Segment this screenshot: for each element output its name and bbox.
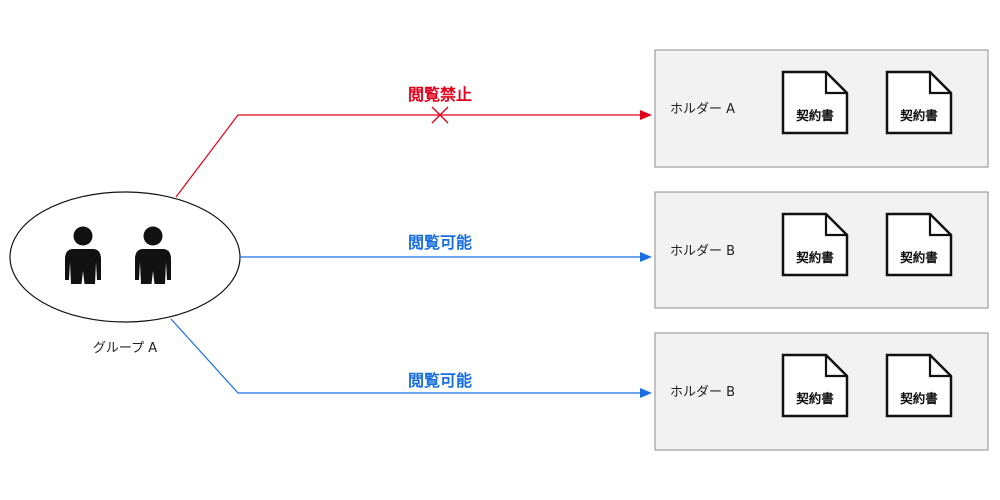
document-icon: 契約書	[781, 212, 849, 277]
document-label: 契約書	[795, 391, 834, 406]
document-label: 契約書	[899, 108, 938, 123]
cross-icon	[431, 106, 449, 124]
group-label: グループ A	[93, 341, 157, 356]
document-icon: 契約書	[781, 353, 849, 418]
folder-label: ホルダー B	[670, 385, 735, 400]
document-label: 契約書	[899, 250, 938, 265]
arrowhead-icon	[640, 252, 652, 262]
arrowhead-icon	[640, 388, 652, 398]
edge-line	[175, 114, 641, 198]
document-label: 契約書	[899, 391, 938, 406]
edge-denied: 閲覧禁止	[175, 85, 652, 198]
folder-node: ホルダー A 契約書 契約書	[654, 49, 989, 168]
edge-label: 閲覧可能	[408, 233, 472, 252]
edge-label: 閲覧可能	[408, 371, 472, 390]
arrowhead-icon	[640, 110, 652, 120]
folder-label: ホルダー A	[670, 102, 735, 117]
group-ellipse	[9, 191, 241, 323]
document-icon: 契約書	[885, 212, 953, 277]
document-icon: 契約書	[781, 70, 849, 135]
document-label: 契約書	[795, 250, 834, 265]
edge-allowed: 閲覧可能	[170, 318, 652, 398]
document-label: 契約書	[795, 108, 834, 123]
edge-allowed: 閲覧可能	[240, 233, 652, 262]
person-icon	[65, 226, 101, 284]
edge-line	[170, 318, 641, 394]
group-node: グループ A	[9, 191, 241, 356]
folder-node: ホルダー B 契約書 契約書	[654, 191, 989, 309]
folder-label: ホルダー B	[670, 244, 735, 259]
document-icon: 契約書	[885, 353, 953, 418]
person-icon	[135, 226, 171, 284]
edge-label: 閲覧禁止	[408, 85, 472, 104]
folder-node: ホルダー B 契約書 契約書	[654, 332, 989, 451]
document-icon: 契約書	[885, 70, 953, 135]
